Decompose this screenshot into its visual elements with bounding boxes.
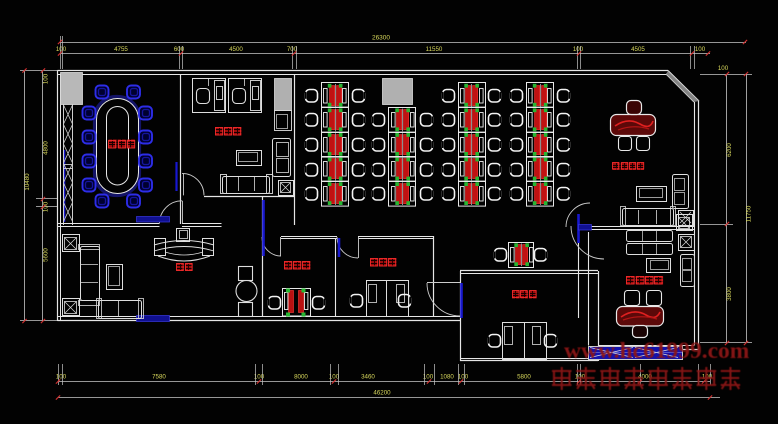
svg-text:11750: 11750	[746, 205, 753, 222]
svg-text:5600: 5600	[43, 248, 50, 262]
svg-text:4800: 4800	[43, 141, 50, 155]
svg-text:46200: 46200	[373, 390, 391, 397]
svg-text:100: 100	[329, 374, 340, 381]
svg-text:11550: 11550	[426, 46, 443, 53]
svg-text:5800: 5800	[517, 374, 531, 381]
svg-text:100: 100	[43, 73, 50, 84]
svg-text:www.hc61999.com: www.hc61999.com	[564, 338, 750, 364]
svg-text:1080: 1080	[440, 374, 454, 381]
svg-text:8000: 8000	[294, 374, 308, 381]
svg-text:3460: 3460	[361, 374, 375, 381]
svg-text:100: 100	[573, 46, 584, 53]
svg-text:100: 100	[254, 374, 265, 381]
svg-text:100: 100	[423, 374, 434, 381]
svg-text:100: 100	[695, 46, 706, 53]
svg-text:6200: 6200	[726, 143, 733, 157]
svg-text:7580: 7580	[152, 374, 166, 381]
svg-text:3800: 3800	[726, 287, 733, 301]
svg-text:4500: 4500	[229, 46, 243, 53]
svg-text:26300: 26300	[372, 35, 390, 42]
svg-text:100: 100	[458, 374, 469, 381]
svg-text:100: 100	[43, 201, 50, 212]
svg-text:4755: 4755	[114, 46, 128, 53]
svg-text:100: 100	[56, 46, 67, 53]
svg-text:100: 100	[56, 374, 67, 381]
svg-text:4000: 4000	[638, 374, 652, 381]
svg-text:100: 100	[718, 65, 729, 72]
svg-text:4505: 4505	[631, 46, 645, 53]
svg-text:10480: 10480	[24, 173, 31, 191]
